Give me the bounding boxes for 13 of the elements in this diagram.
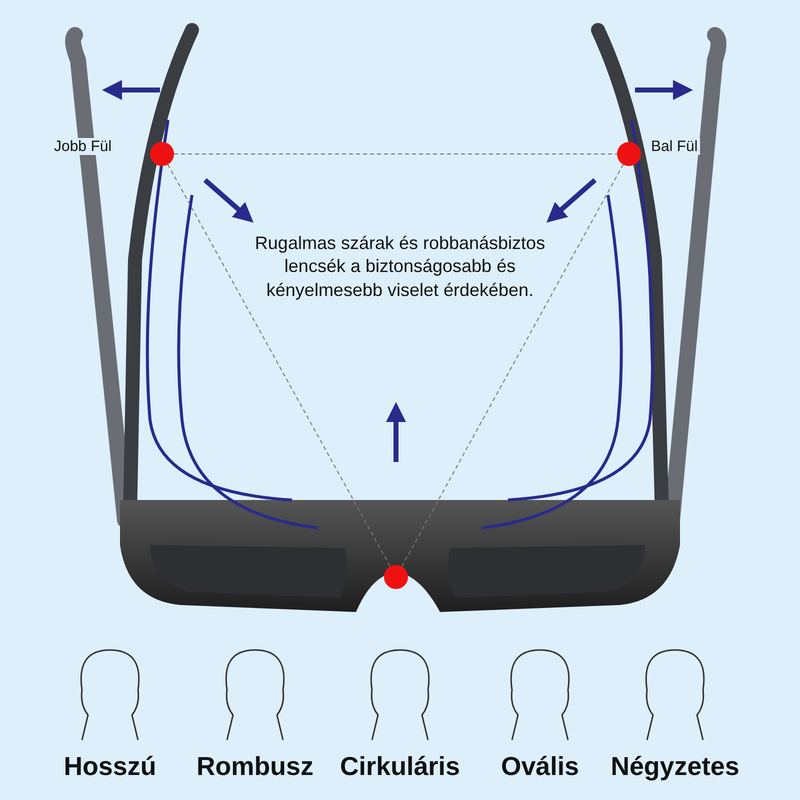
face-shape-label: Cirkuláris: [339, 750, 461, 783]
marker-dot: [384, 565, 408, 589]
ear-label: Bal Fül: [649, 138, 700, 155]
marker-dot: [617, 142, 641, 166]
description-text: Rugalmas szárak és robbanásbiztos lencsék a biztonságosabb és kényelmesebb viselet érdekében.: [254, 232, 546, 302]
face-shape-label: Négyzetes: [610, 750, 740, 783]
face-shape-label: Ovális: [500, 750, 580, 783]
marker-dot: [150, 142, 174, 166]
face-shape-label: Rombusz: [196, 750, 314, 783]
ear-label: Jobb Fül: [52, 138, 114, 155]
guide-line: [167, 164, 391, 567]
face-shape-label: Hosszú: [62, 750, 158, 783]
guide-line: [401, 164, 624, 567]
